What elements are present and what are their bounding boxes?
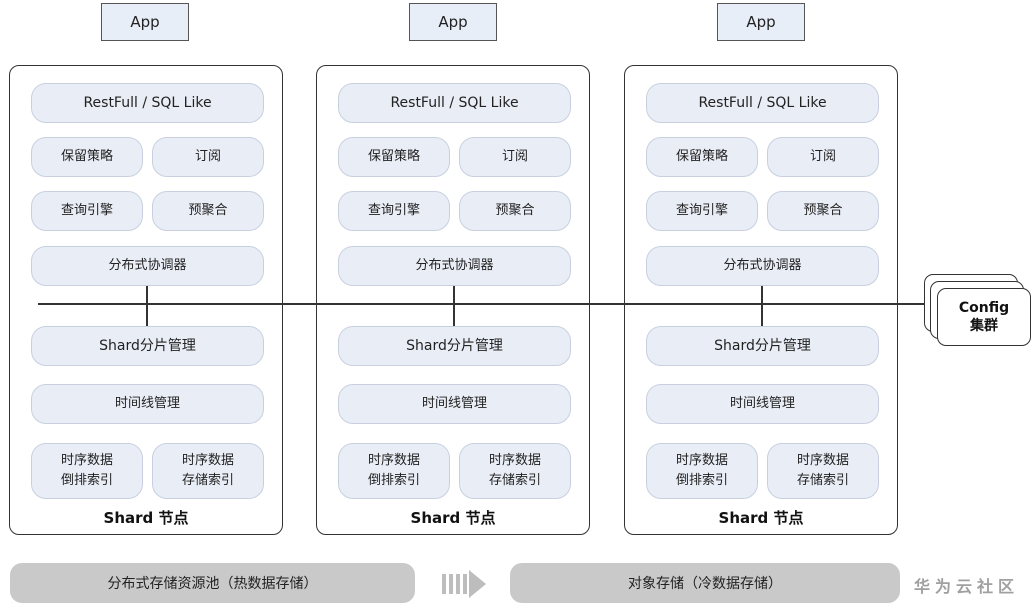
- storage-index-line2: 存储索引: [796, 473, 849, 488]
- bus-connector-2: [453, 286, 455, 326]
- inverted-index-line2: 倒排索引: [675, 473, 728, 488]
- subscription: 订阅: [767, 137, 879, 177]
- node-title: Shard 节点: [410, 509, 496, 527]
- watermark: 华为云社区: [914, 577, 1020, 596]
- pre-aggregation: 预聚合: [459, 191, 571, 231]
- shard-management: Shard分片管理: [646, 326, 879, 366]
- retention-policy: 保留策略: [338, 137, 450, 177]
- query-engine: 查询引擎: [31, 191, 143, 231]
- inverted-index-line1: 时序数据: [367, 453, 420, 468]
- storage-index: 时序数据存储索引: [767, 443, 879, 499]
- config-cluster-line1: Config: [958, 300, 1010, 316]
- config-cluster: Config 集群: [937, 288, 1031, 346]
- hot-storage-pool: 分布式存储资源池（热数据存储）: [10, 563, 415, 603]
- storage-index-line1: 时序数据: [796, 453, 849, 468]
- migration-arrow-icon: [442, 570, 486, 598]
- storage-index-line2: 存储索引: [181, 473, 234, 488]
- storage-index-line1: 时序数据: [488, 453, 541, 468]
- inverted-index: 时序数据倒排索引: [31, 443, 143, 499]
- distributed-coordinator: 分布式协调器: [338, 246, 571, 286]
- app-box-1: App: [101, 3, 189, 41]
- node-title: Shard 节点: [103, 509, 189, 527]
- storage-index-line2: 存储索引: [488, 473, 541, 488]
- shard-node-2: RestFull / SQL Like 保留策略 订阅 查询引擎 预聚合 分布式…: [316, 65, 590, 535]
- storage-index: 时序数据存储索引: [459, 443, 571, 499]
- inverted-index-line2: 倒排索引: [367, 473, 420, 488]
- api-layer: RestFull / SQL Like: [646, 83, 879, 123]
- inverted-index: 时序数据倒排索引: [646, 443, 758, 499]
- retention-policy: 保留策略: [31, 137, 143, 177]
- timeline-management: 时间线管理: [31, 384, 264, 424]
- bus-connector-3: [761, 286, 763, 326]
- storage-index-line1: 时序数据: [181, 453, 234, 468]
- inverted-index-line1: 时序数据: [675, 453, 728, 468]
- cold-storage-object: 对象存储（冷数据存储）: [510, 563, 900, 603]
- api-layer: RestFull / SQL Like: [338, 83, 571, 123]
- shard-node-1: RestFull / SQL Like 保留策略 订阅 查询引擎 预聚合 分布式…: [9, 65, 283, 535]
- shard-management: Shard分片管理: [31, 326, 264, 366]
- app-box-2: App: [409, 3, 497, 41]
- shard-management: Shard分片管理: [338, 326, 571, 366]
- inverted-index-line2: 倒排索引: [60, 473, 113, 488]
- storage-index: 时序数据存储索引: [152, 443, 264, 499]
- pre-aggregation: 预聚合: [767, 191, 879, 231]
- retention-policy: 保留策略: [646, 137, 758, 177]
- app-box-3: App: [717, 3, 805, 41]
- timeline-management: 时间线管理: [338, 384, 571, 424]
- subscription: 订阅: [459, 137, 571, 177]
- timeline-management: 时间线管理: [646, 384, 879, 424]
- query-engine: 查询引擎: [338, 191, 450, 231]
- api-layer: RestFull / SQL Like: [31, 83, 264, 123]
- query-engine: 查询引擎: [646, 191, 758, 231]
- bus-connector-1: [146, 286, 148, 326]
- inverted-index: 时序数据倒排索引: [338, 443, 450, 499]
- distributed-coordinator: 分布式协调器: [646, 246, 879, 286]
- node-title: Shard 节点: [718, 509, 804, 527]
- subscription: 订阅: [152, 137, 264, 177]
- pre-aggregation: 预聚合: [152, 191, 264, 231]
- config-cluster-line2: 集群: [970, 318, 998, 334]
- cluster-bus-line: [38, 303, 928, 305]
- distributed-coordinator: 分布式协调器: [31, 246, 264, 286]
- inverted-index-line1: 时序数据: [60, 453, 113, 468]
